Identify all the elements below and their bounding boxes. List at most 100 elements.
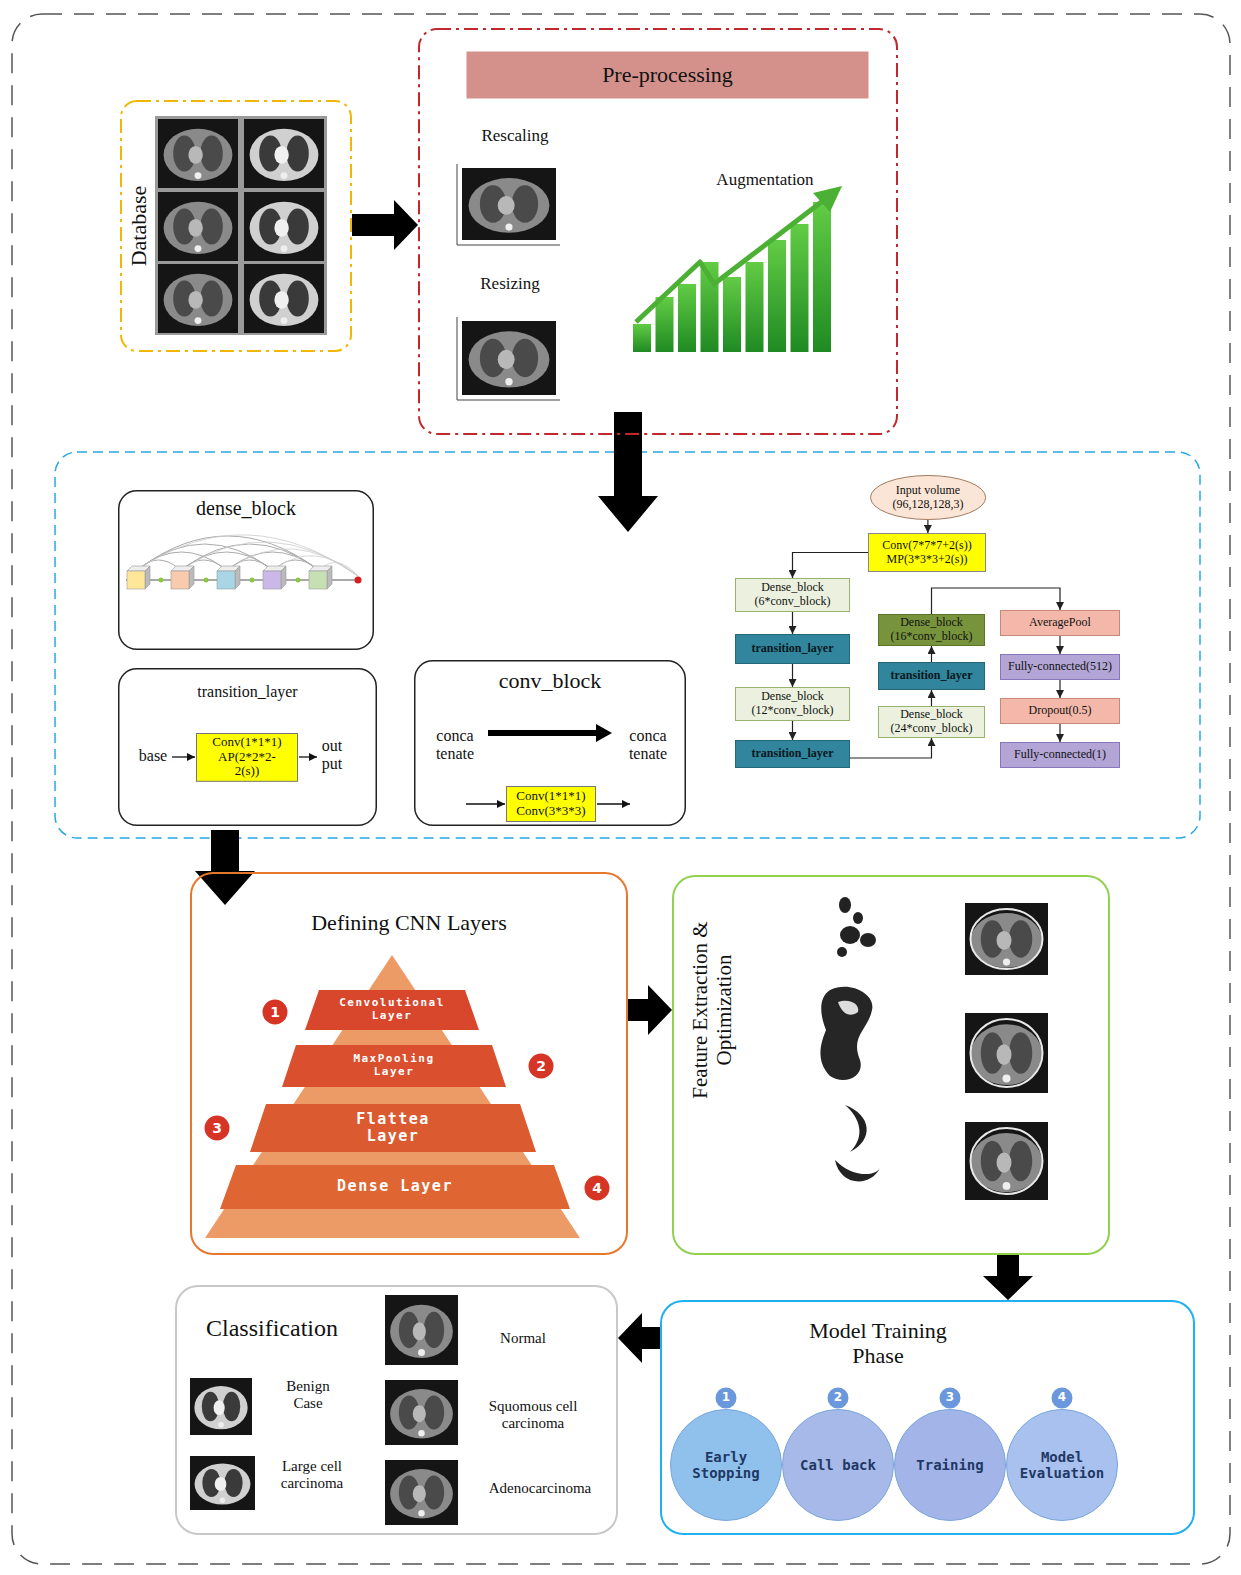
box-shape [869,534,986,572]
node-label: 1 [270,1004,280,1020]
cube-front [309,571,327,589]
panel-label: Adenocarcinoma [489,1480,591,1497]
circle-shape [584,1175,611,1202]
concatenate-arrow [488,724,612,742]
node-outline [672,875,1110,1255]
text-slot: Feature Extraction & Optimization [688,910,736,1110]
flow-arrow [466,803,505,804]
dense-block-illustration [126,535,362,589]
ct-lung [286,136,308,172]
ct-lung [200,281,222,317]
ct-lung [1009,1032,1032,1074]
panel-title: transition_layer [197,683,297,701]
panel-title: Defining CNN Layers [311,910,507,935]
ct-body [164,274,233,326]
panel-title: Model Training Phase [793,1318,963,1369]
circle-shape [671,1410,782,1521]
panel-title: Database [126,186,151,267]
pyramid-layer: Dense Layer [220,1165,570,1209]
block-dot [250,578,255,583]
box-shape [507,787,596,822]
node-label: 4 [592,1180,602,1196]
growth-bar [633,324,651,352]
circle-shape [528,1053,555,1080]
node-label: Model Evaluation [1020,1449,1104,1481]
flow-arrow [352,200,418,250]
ellipse-shape [870,476,985,520]
step-number: 2 [826,1386,850,1410]
database-panel: Database [120,100,352,352]
text-slot: conca tenate [618,727,678,764]
circle-shape [827,1387,850,1410]
skip-connection [230,549,358,576]
step-circle: Call back [782,1409,894,1521]
node-label: transition_layer [891,669,973,683]
ct-body [390,1305,453,1358]
flow-arrow [618,1313,660,1363]
text-slot: out put [310,737,354,774]
box-shape [1001,743,1120,768]
segment-blob [853,912,863,924]
ct-body [469,331,550,387]
ct-spine [195,317,202,324]
ct-heart [997,1152,1012,1172]
ct-lung [424,1476,444,1510]
flow-arrow [195,830,255,905]
ct-heart [274,146,288,164]
connector [850,738,932,758]
segment-blob [837,947,847,957]
block-dot [159,578,164,583]
ct-frame [244,264,324,333]
ct-lung [286,209,308,245]
segment-blob [860,933,876,947]
node-label: 1 [722,1391,730,1405]
dense-block-panel: dense_block [118,490,374,650]
feature-panel: Feature Extraction & Optimization [672,875,1110,1255]
node-label: 3 [946,1391,954,1405]
panel-label: Benign Case [286,1378,329,1413]
ct-body [971,1133,1042,1192]
conv-box: Conv(7*7*7+2(s)) MP(3*3*3+2(s)) [868,533,986,572]
node-label: Flattea Layer [356,1111,430,1146]
callout-number: 2 [527,1052,555,1080]
text-slot: Classification [192,1315,352,1343]
classification-images [190,1295,458,1525]
node-label: Early Stopping [692,1449,759,1481]
cnn-panel: Cenvolutional Layer 1MaxPooling Layer 2Fla… [190,872,628,1255]
ct-frame [158,192,238,261]
panel-title: Rescaling [481,126,548,146]
text-slot: conca tenate [426,727,484,764]
ct-lung [512,185,538,222]
text-slot: Adenocarcinoma [470,1480,610,1497]
panel-label: Large cell carcinoma [262,1458,362,1493]
ct-frame [385,1295,458,1365]
node-label: 2 [536,1058,546,1074]
transition-panel: Conv(1*1*1) AP(2*2*2-2(s))transition_lay… [118,668,377,826]
box-shape [467,52,869,99]
ct-spine [1003,958,1010,965]
panel-title: Classification [206,1315,338,1343]
callout-number: 4 [583,1174,611,1202]
ct-heart [274,291,288,309]
ct-spine [418,1349,425,1356]
ct-spine [195,172,202,179]
dense-block-box: Dense_block (6*conv_block) [735,578,850,612]
node-label: Cenvolutional Layer [339,997,445,1022]
box-shape [879,707,985,738]
ct-body [250,202,319,254]
ct-frame [965,1122,1048,1200]
connector [1059,636,1060,654]
node-label: MaxPooling Layer [353,1053,434,1078]
ct-heart [997,1044,1012,1065]
box-shape [736,741,850,768]
cube-side [235,566,240,589]
ct-lung [512,339,538,377]
connector [931,690,932,706]
circle-shape [939,1387,962,1410]
step-circle: Early Stopping [670,1409,782,1521]
ct-lung [200,136,222,172]
ct-spine [1003,1075,1011,1083]
